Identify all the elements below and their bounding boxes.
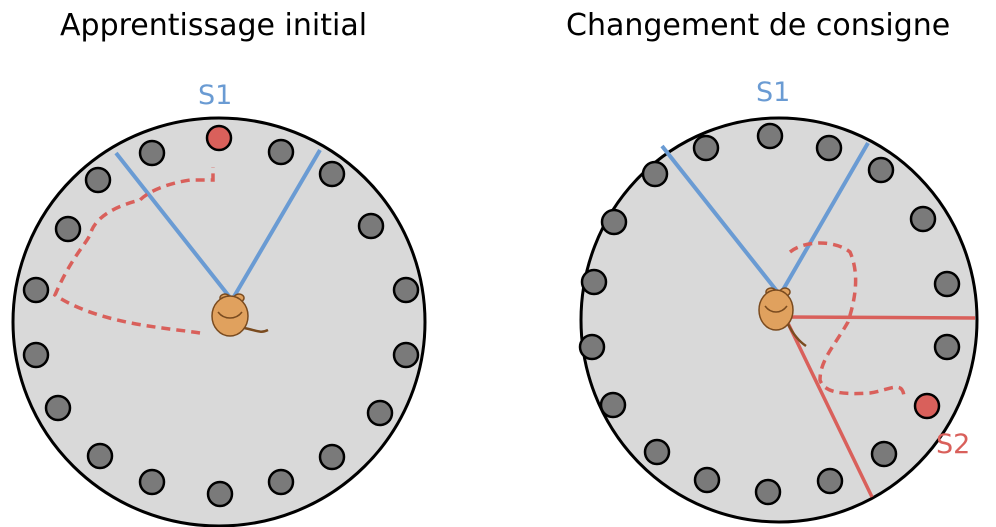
mouse-icon	[758, 287, 807, 348]
hole	[392, 341, 420, 369]
s2-label-right: S2	[936, 429, 970, 460]
holes-right	[578, 122, 961, 506]
hole	[54, 215, 82, 243]
hole	[22, 341, 50, 369]
hole	[933, 333, 961, 361]
hole	[84, 166, 112, 194]
sector-s1-right	[660, 141, 870, 297]
sector-s1-left	[114, 148, 322, 302]
target-hole-left	[205, 124, 233, 152]
hole	[816, 467, 844, 495]
hole	[206, 480, 234, 508]
hole	[267, 468, 295, 496]
hole	[815, 134, 843, 162]
mouse-icon	[211, 293, 269, 337]
hole	[138, 139, 166, 167]
hole	[267, 138, 295, 166]
hole	[22, 276, 50, 304]
hole	[933, 270, 961, 298]
arena-left: S1	[11, 80, 427, 527]
arena-right: S1 S2	[578, 77, 979, 524]
hole	[870, 440, 898, 468]
hole	[318, 160, 346, 188]
hole	[909, 205, 937, 233]
hole	[86, 442, 114, 470]
hole	[754, 478, 782, 506]
hole	[578, 333, 606, 361]
hole	[867, 156, 895, 184]
hole	[44, 394, 72, 422]
s1-label-right: S1	[756, 77, 790, 108]
hole	[392, 276, 420, 304]
search-path-left	[52, 167, 215, 335]
hole	[756, 122, 784, 150]
hole	[600, 208, 628, 236]
holes-left	[22, 138, 420, 508]
panel-title-instruction-change: Changement de consigne	[566, 8, 951, 43]
hole	[641, 160, 669, 188]
hole	[366, 399, 394, 427]
target-hole-right	[913, 392, 941, 420]
hole	[693, 466, 721, 494]
search-path-right	[788, 241, 906, 397]
hole	[580, 268, 608, 296]
hole	[357, 212, 385, 240]
sector-s2-right	[783, 315, 976, 498]
hole	[138, 468, 166, 496]
hole	[643, 438, 671, 466]
hole	[599, 391, 627, 419]
hole	[318, 443, 346, 471]
hole	[692, 134, 720, 162]
s1-label-left: S1	[198, 80, 232, 111]
panel-title-initial-learning: Apprentissage initial	[60, 8, 368, 43]
